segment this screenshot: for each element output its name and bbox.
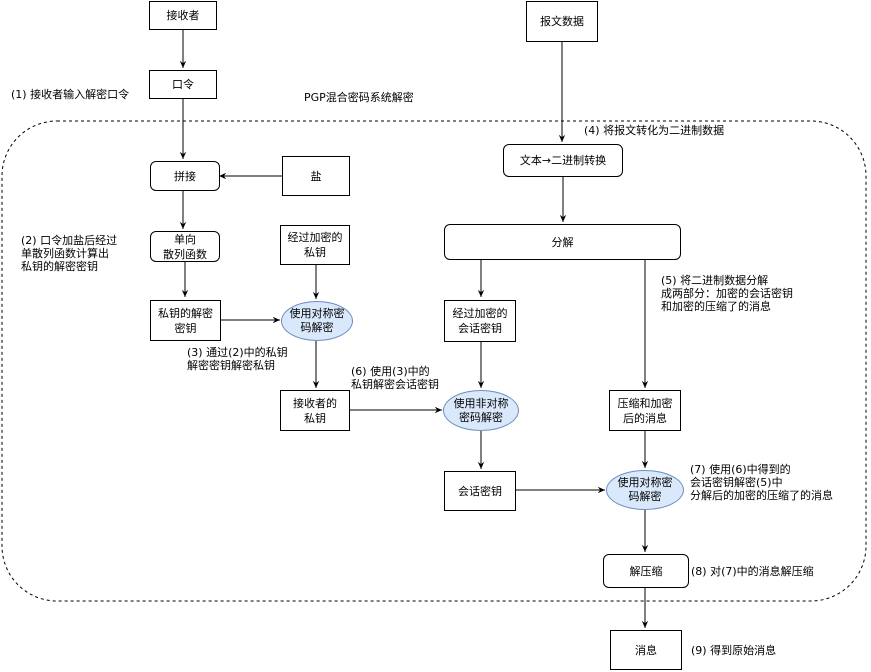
node-receiver[interactable]: 接收者 [149, 1, 217, 30]
note-step1: (1) 接收者输入解密口令 [11, 88, 130, 101]
node-sym-decrypt-1[interactable]: 使用对称密 码解密 [281, 301, 353, 341]
node-message[interactable]: 消息 [610, 630, 682, 670]
node-session-key[interactable]: 会话密钥 [444, 471, 516, 511]
note-step5: (5) 将二进制数据分解 成两部分：加密的会话密钥 和加密的压缩了的消息 [661, 274, 793, 313]
note-step8: (8) 对(7)中的消息解压缩 [691, 565, 814, 578]
node-message-data[interactable]: 报文数据 [526, 1, 598, 42]
region-label: PGP混合密码系统解密 [304, 91, 414, 104]
node-concat[interactable]: 拼接 [150, 161, 220, 191]
node-enc-private-key[interactable]: 经过加密的 私钥 [280, 225, 350, 265]
node-receiver-private-key[interactable]: 接收者的 私钥 [280, 390, 350, 431]
node-sym-decrypt-2[interactable]: 使用对称密 码解密 [606, 470, 684, 510]
node-passphrase[interactable]: 口令 [149, 70, 217, 99]
node-enc-session-key[interactable]: 经过加密的 会话密钥 [444, 300, 516, 342]
note-step9: (9) 得到原始消息 [691, 644, 777, 657]
note-step7: (7) 使用(6)中得到的 会话密钥解密(5)中 分解后的加密的压缩了的消息 [690, 463, 833, 502]
node-split[interactable]: 分解 [444, 224, 681, 260]
pgp-region-boundary [1, 120, 867, 602]
note-step2: (2) 口令加盐后经过 单散列函数计算出 私钥的解密密钥 [21, 234, 118, 273]
node-compressed-enc-msg[interactable]: 压缩和加密 后的消息 [609, 390, 681, 431]
node-decompress[interactable]: 解压缩 [603, 554, 689, 588]
node-salt[interactable]: 盐 [282, 156, 350, 196]
note-step4: (4) 将报文转化为二进制数据 [584, 124, 725, 137]
node-text-to-binary[interactable]: 文本→二进制转换 [503, 144, 623, 177]
node-asym-decrypt[interactable]: 使用非对称 密码解密 [443, 390, 519, 431]
node-private-key-dec-key[interactable]: 私钥的解密 密钥 [150, 300, 221, 341]
note-step6: (6) 使用(3)中的 私钥解密会话密钥 [351, 365, 439, 391]
note-step3: (3) 通过(2)中的私钥 解密密钥解密私钥 [187, 346, 288, 372]
node-hash[interactable]: 单向 散列函数 [150, 231, 220, 262]
